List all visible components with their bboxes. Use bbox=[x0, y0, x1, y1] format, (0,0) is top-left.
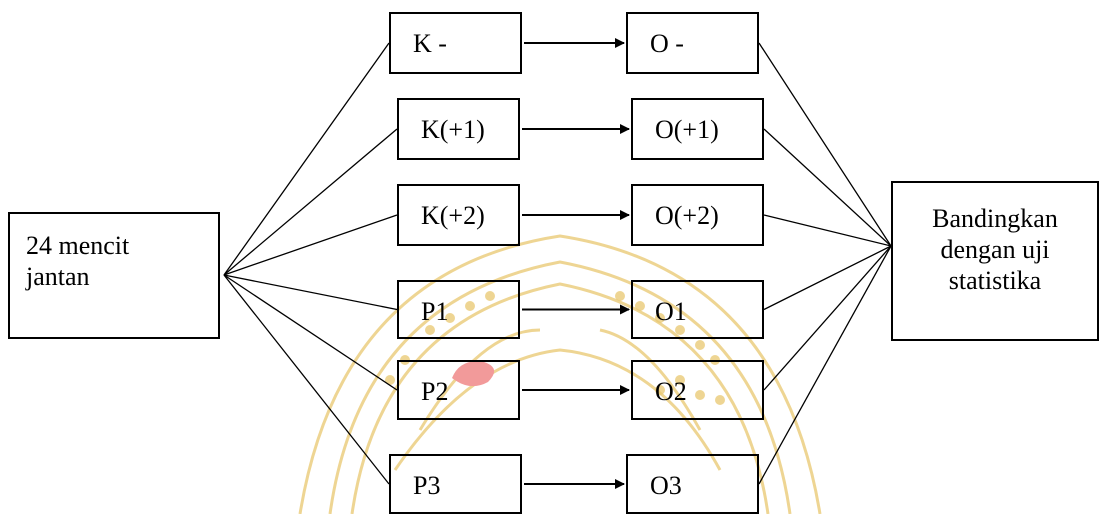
observation-box-3-label: O(+2) bbox=[655, 201, 719, 230]
target-link-2 bbox=[763, 128, 892, 247]
source-link-3 bbox=[223, 214, 398, 276]
treatment-box-2: K(+1) bbox=[397, 98, 520, 160]
observation-box-3: O(+2) bbox=[631, 184, 764, 246]
observation-box-4-label: O1 bbox=[655, 297, 687, 326]
observation-box-4: O1 bbox=[631, 280, 764, 339]
source-link-4 bbox=[223, 274, 398, 311]
observation-box-5-label: O2 bbox=[655, 377, 687, 406]
source-label: 24 mencit jantan bbox=[26, 230, 129, 292]
target-link-4 bbox=[763, 245, 892, 311]
source-link-5 bbox=[223, 274, 398, 391]
source-link-2 bbox=[223, 128, 398, 276]
target-link-5 bbox=[763, 245, 892, 391]
observation-box-2-label: O(+1) bbox=[655, 115, 719, 144]
treatment-box-5: P2 bbox=[397, 360, 520, 420]
source-box: 24 mencit jantan bbox=[8, 212, 220, 339]
target-box: Bandingkan dengan uji statistika bbox=[891, 181, 1099, 341]
treatment-box-6-label: P3 bbox=[413, 471, 441, 500]
treatment-box-3-label: K(+2) bbox=[421, 201, 485, 230]
source-link-6 bbox=[223, 274, 390, 485]
observation-box-6-label: O3 bbox=[650, 471, 682, 500]
treatment-box-4-label: P1 bbox=[421, 297, 449, 326]
target-label-line1: Bandingkan bbox=[932, 204, 1058, 233]
target-link-1 bbox=[758, 42, 892, 247]
target-label-line2: dengan uji bbox=[940, 235, 1050, 265]
observation-box-6: O3 bbox=[626, 454, 759, 514]
observation-box-5: O2 bbox=[631, 360, 764, 420]
source-link-1 bbox=[223, 42, 390, 276]
treatment-box-5-label: P2 bbox=[421, 377, 449, 406]
target-link-6 bbox=[758, 245, 892, 485]
treatment-box-3: K(+2) bbox=[397, 184, 520, 246]
treatment-box-2-label: K(+1) bbox=[421, 115, 485, 144]
treatment-box-1: K - bbox=[389, 12, 522, 74]
target-label-line3: statistika bbox=[948, 266, 1042, 296]
source-label-line1: 24 mencit bbox=[26, 231, 130, 260]
source-label-line2: jantan bbox=[26, 262, 90, 292]
target-link-3 bbox=[763, 214, 892, 247]
treatment-box-6: P3 bbox=[389, 454, 522, 514]
observation-box-1: O - bbox=[626, 12, 759, 74]
observation-box-2: O(+1) bbox=[631, 98, 764, 160]
observation-box-1-label: O - bbox=[650, 29, 684, 58]
treatment-box-1-label: K - bbox=[413, 29, 447, 58]
target-label: Bandingkan dengan uji statistika bbox=[893, 203, 1097, 297]
treatment-box-4: P1 bbox=[397, 280, 520, 339]
